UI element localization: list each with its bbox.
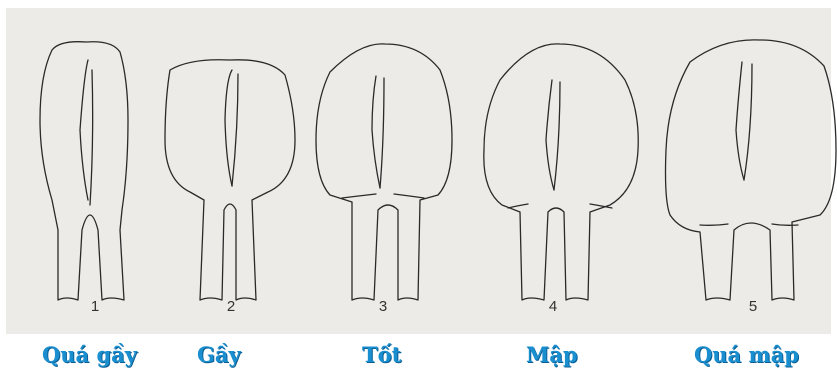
caption-thin: Gầy — [197, 342, 241, 367]
caption-very-fat: Quá mập — [694, 342, 799, 367]
figure-number-3: 3 — [368, 298, 398, 315]
cow-outline-3 — [316, 44, 452, 300]
figure-number-2: 2 — [216, 298, 246, 315]
cow-outline-2 — [165, 60, 295, 300]
caption-very-thin: Quá gầy — [42, 342, 137, 367]
figure-number-4: 4 — [538, 298, 568, 315]
caption-fat: Mập — [526, 342, 578, 367]
figure-number-5: 5 — [738, 298, 768, 315]
cow-outline-1 — [40, 42, 128, 300]
caption-good: Tốt — [362, 342, 401, 367]
cow-outline-4 — [484, 44, 638, 300]
figure-number-1: 1 — [80, 298, 110, 315]
cow-outline-5 — [666, 40, 837, 300]
